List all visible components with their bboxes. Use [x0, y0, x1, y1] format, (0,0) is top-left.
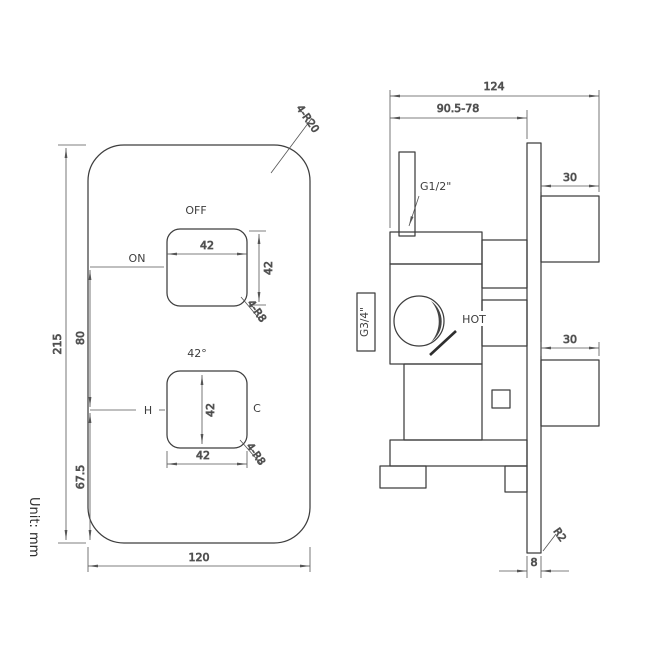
- dim-bottom-knob: 42 42 4-R8: [166, 375, 268, 468]
- on-label: ON: [129, 252, 146, 265]
- dim-plate-radius: 4-R20: [270, 102, 322, 174]
- top-knob: [166, 228, 248, 307]
- upper-arm: [389, 231, 483, 265]
- wall-plate-profile: [526, 142, 542, 554]
- dim-plate-thickness: 8: [499, 556, 569, 578]
- dim-bottom-knob-depth: 30: [540, 333, 600, 356]
- stem-square: [491, 389, 511, 409]
- upper-cartridge: [481, 239, 528, 289]
- dim-installation-depth-label: 90.5-78: [437, 102, 479, 115]
- bottom-knob-profile: [540, 359, 600, 427]
- bottom-knob: [166, 370, 248, 449]
- dim-overall-width-label: 120: [189, 551, 210, 564]
- lower-arm: [389, 439, 528, 467]
- dim-installation-depth: 90.5-78: [390, 102, 528, 139]
- inlet-pipe: [398, 151, 416, 237]
- temp-indicator-label: 42°: [187, 347, 207, 360]
- front-view-labels: OFF ON H C 42°: [129, 204, 262, 417]
- hot-label-background: [452, 311, 496, 326]
- dim-plate-edge-radius: R2: [542, 525, 569, 552]
- dim-top-knob-depth-label: 30: [563, 171, 577, 184]
- inlet-thread-label: G1/2": [420, 180, 451, 193]
- outlet-thread-label: G3/4": [359, 307, 371, 337]
- dim-top-knob-depth: 30: [540, 171, 599, 192]
- faceplate: [87, 144, 311, 544]
- dim-top-knob-height-label: 42: [262, 261, 275, 275]
- port-shading: [431, 301, 442, 342]
- hot-handle-label: H: [144, 404, 152, 417]
- lower-body: [403, 363, 483, 441]
- dim-vertical-chain: 80 67.5: [74, 266, 165, 540]
- bottom-fitting: [379, 465, 427, 489]
- dim-bottom-knob-height-label: 42: [204, 403, 217, 417]
- side-view: 124 90.5-78 30 30 8: [356, 80, 600, 578]
- dim-bottom-knob-width-label: 42: [196, 449, 210, 462]
- dim-overall-width: 120: [87, 547, 311, 572]
- outlet-thread-box: [356, 292, 376, 352]
- unit-note: Unit: mm: [26, 497, 41, 557]
- dim-overall-depth: 124: [389, 80, 600, 228]
- dim-overall-height: 215: [51, 144, 86, 544]
- top-knob-profile: [540, 195, 600, 263]
- dim-plate-radius-label: 4-R20: [294, 103, 322, 135]
- dim-lower-offset-label: 67.5: [74, 465, 87, 490]
- front-view: 215 80 67.5 120 42 42 4-R: [51, 102, 322, 572]
- outlet-port: [393, 295, 445, 347]
- dim-plate-thickness-label: 8: [531, 556, 538, 569]
- dim-handle-spacing-label: 80: [74, 331, 87, 345]
- bottom-stem: [504, 465, 528, 493]
- off-label: OFF: [185, 204, 206, 217]
- flow-wedge: [429, 330, 457, 356]
- cold-handle-label: C: [253, 402, 261, 415]
- dim-top-knob-radius-label: 4-R8: [245, 298, 269, 325]
- hot-label: HOT: [462, 313, 486, 326]
- dim-bottom-knob-depth-label: 30: [563, 333, 577, 346]
- dim-top-knob-width-label: 42: [200, 239, 214, 252]
- dim-plate-edge-radius-label: R2: [551, 526, 569, 544]
- dim-overall-height-label: 215: [51, 334, 64, 355]
- dim-overall-depth-label: 124: [484, 80, 505, 93]
- dim-top-knob: 42 42 4-R8: [167, 230, 275, 325]
- side-view-labels: G1/2" G3/4" HOT: [359, 180, 496, 337]
- front-view-outlines: [87, 144, 311, 544]
